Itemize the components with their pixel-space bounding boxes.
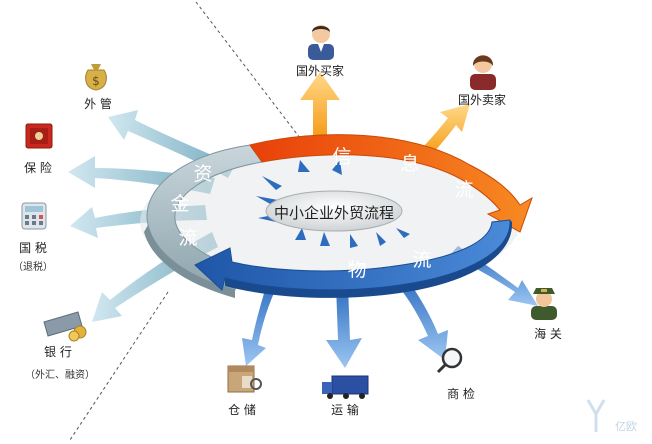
customs-label: 海 关 [534, 326, 562, 341]
calculator-icon [21, 202, 47, 230]
goods-ring-edge [225, 220, 513, 298]
tax-note: （退税） [13, 260, 53, 273]
arrow-to-transport [326, 285, 362, 368]
warehouse-box-icon [227, 365, 262, 393]
warehouse-label: 仓 储 [228, 402, 256, 417]
customs-officer-icon [531, 288, 557, 320]
center-title: 中小企业外贸流程 [274, 204, 394, 222]
truck-icon [322, 375, 369, 399]
insurance-label: 保 险 [24, 160, 52, 175]
goods-char-2: 流 [412, 249, 431, 271]
info-char-3: 流 [454, 179, 473, 201]
magnifier-icon [436, 347, 463, 374]
goods-char-1: 物 [347, 259, 366, 281]
bank-note: （外汇、融资） [25, 368, 95, 381]
foreign-buyer-label: 国外买家 [296, 63, 344, 78]
transport-label: 运 输 [331, 402, 359, 417]
info-arrows [300, 72, 470, 158]
arrow-to-inspection [395, 276, 448, 360]
bank-card-icon [43, 311, 87, 342]
center-oval [265, 190, 403, 232]
businessman-icon [308, 25, 334, 60]
arrow-to-foreign-buyer [300, 72, 340, 140]
fund-char-3: 流 [178, 227, 197, 249]
watermark-logo-icon [586, 399, 606, 432]
tax-label: 国 税 [19, 241, 47, 255]
fund-ring-edge [144, 225, 235, 298]
businesswoman-icon [470, 55, 496, 90]
info-char-1: 信 [332, 146, 351, 168]
fund-char-2: 金 [170, 193, 189, 215]
info-char-2: 息 [400, 153, 419, 175]
divider-line-upper [195, 1, 301, 139]
watermark-text: 亿欧 [615, 420, 637, 433]
bank-label: 银 行 [44, 345, 72, 359]
arrow-to-warehouse [242, 280, 278, 366]
safe-icon [25, 123, 53, 149]
arrow-to-foreign-seller [420, 104, 470, 158]
finance-label: 外 管 [84, 96, 112, 111]
goods-ring [194, 219, 511, 291]
foreign-seller-label: 国外卖家 [458, 92, 506, 107]
fund-char-1: 资 [193, 163, 212, 185]
money-bag-icon: $ [85, 64, 107, 91]
inspection-label: 商 检 [447, 386, 475, 401]
svg-text:$: $ [92, 74, 100, 88]
